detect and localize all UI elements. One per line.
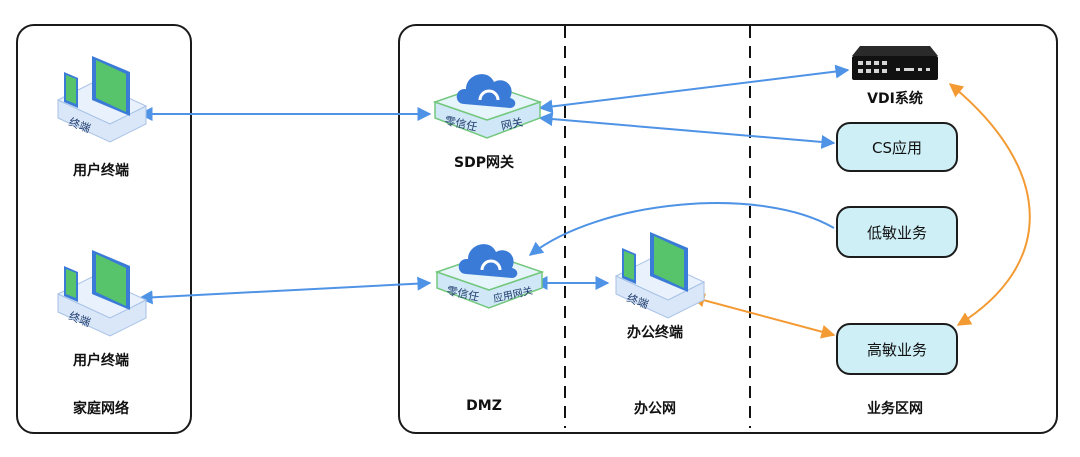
user-terminal-icon: 终端 bbox=[56, 56, 148, 143]
svg-text:网关: 网关 bbox=[500, 115, 524, 133]
sdp-gateway-icon: 零信任 网关 bbox=[432, 74, 543, 139]
vdi-label: VDI系统 bbox=[867, 91, 923, 107]
link-office-high bbox=[690, 293, 836, 339]
sdp-gateway-label: SDP网关 bbox=[454, 155, 514, 171]
high-sensitive-box: 高敏业务 bbox=[836, 323, 958, 375]
vdi-server-icon bbox=[852, 46, 938, 80]
office-zone-label: 办公网 bbox=[634, 401, 676, 417]
low-sensitive-box: 低敏业务 bbox=[836, 206, 958, 258]
user-terminal-icon: 终端 bbox=[56, 250, 148, 337]
link-sdp-vdi bbox=[538, 64, 850, 114]
cs-app-box: CS应用 bbox=[836, 122, 958, 172]
link-low-to-appgw bbox=[528, 202, 835, 256]
link-vdi-high bbox=[948, 83, 1031, 326]
link-terminal-appgw bbox=[138, 276, 432, 305]
cs-app-label: CS应用 bbox=[872, 138, 922, 157]
high-sensitive-label: 高敏业务 bbox=[866, 340, 927, 359]
dmz-zone-label: DMZ bbox=[466, 398, 502, 414]
user-terminal-label: 用户终端 bbox=[73, 163, 129, 179]
office-terminal-icon: 终端 bbox=[614, 232, 706, 319]
home-network-label: 家庭网络 bbox=[73, 401, 129, 417]
office-terminal-label: 办公终端 bbox=[627, 325, 683, 341]
app-gateway-icon: 零信任 应用网关 bbox=[434, 244, 545, 309]
business-zone-label: 业务区网 bbox=[867, 401, 923, 417]
user-terminal-label: 用户终端 bbox=[73, 353, 129, 369]
link-sdp-cs bbox=[538, 112, 836, 149]
low-sensitive-label: 低敏业务 bbox=[866, 223, 927, 242]
